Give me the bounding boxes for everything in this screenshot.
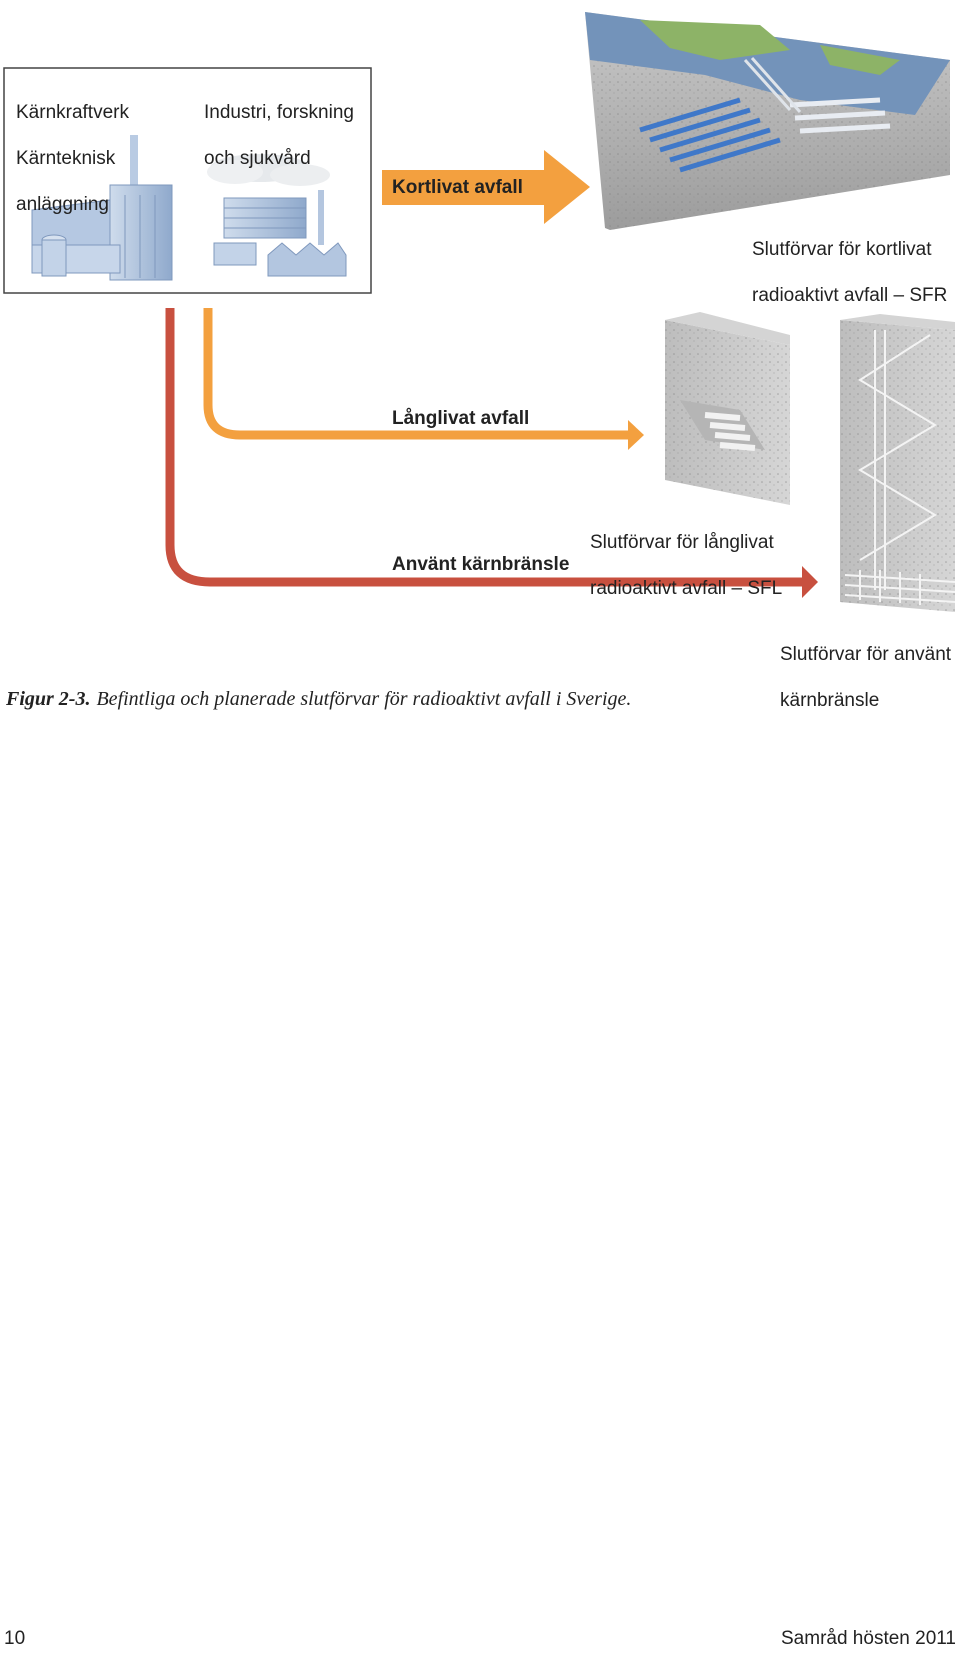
sfl-label-line: radioaktivt avfall – SFL <box>590 578 783 599</box>
figure-caption-text: Befintliga och planerade slutförvar för … <box>96 688 632 710</box>
sfl-label: Slutförvar för långlivat radioaktivt avf… <box>590 508 782 623</box>
footer-title: Samråd hösten 2011 <box>781 1628 956 1649</box>
sfr-label: Slutförvar för kortlivat radioaktivt avf… <box>752 215 947 330</box>
long-lived-arrow <box>203 308 628 440</box>
sfr-repository-illustration <box>585 12 950 230</box>
industry-label-line: och sjukvård <box>204 148 311 169</box>
spent-fuel-label: Använt kärnbränsle <box>392 554 570 575</box>
spent-fuel-arrow <box>165 308 802 587</box>
nuclear-label-line: anläggning <box>16 194 109 215</box>
spent-fuel-repository-label: Slutförvar för använt kärnbränsle <box>780 620 951 735</box>
short-lived-label: Kortlivat avfall <box>392 177 523 198</box>
long-lived-arrow-head <box>628 420 644 450</box>
nuclear-label-line: Kärnteknisk <box>16 148 116 169</box>
long-lived-label: Långlivat avfall <box>392 408 530 429</box>
nuclear-label-line: Kärnkraftverk <box>16 102 129 123</box>
nuclear-source-label: Kärnkraftverk Kärnteknisk anläggning <box>16 78 129 239</box>
industry-icon <box>207 154 347 277</box>
nuclear-plant-icon <box>31 135 173 281</box>
figure-number: Figur 2-3. <box>6 688 91 710</box>
spent-fuel-repository-illustration <box>840 314 956 612</box>
waste-flow-diagram <box>3 12 956 612</box>
spent-fuel-arrow-head <box>802 566 818 598</box>
sfl-repository-illustration <box>665 312 790 505</box>
industry-label-line: Industri, forskning <box>204 102 354 123</box>
figure-caption: Figur 2-3.Befintliga och planerade slutf… <box>6 688 631 711</box>
spent-label-line: kärnbränsle <box>780 690 880 711</box>
page-number: 10 <box>4 1628 26 1649</box>
short-lived-arrow <box>382 150 590 224</box>
sfr-label-line: Slutförvar för kortlivat <box>752 239 932 260</box>
industry-source-label: Industri, forskning och sjukvård <box>204 78 354 193</box>
spent-label-line: Slutförvar för använt <box>780 644 952 665</box>
sfl-label-line: Slutförvar för långlivat <box>590 532 774 553</box>
sfr-label-line: radioaktivt avfall – SFR <box>752 285 948 306</box>
